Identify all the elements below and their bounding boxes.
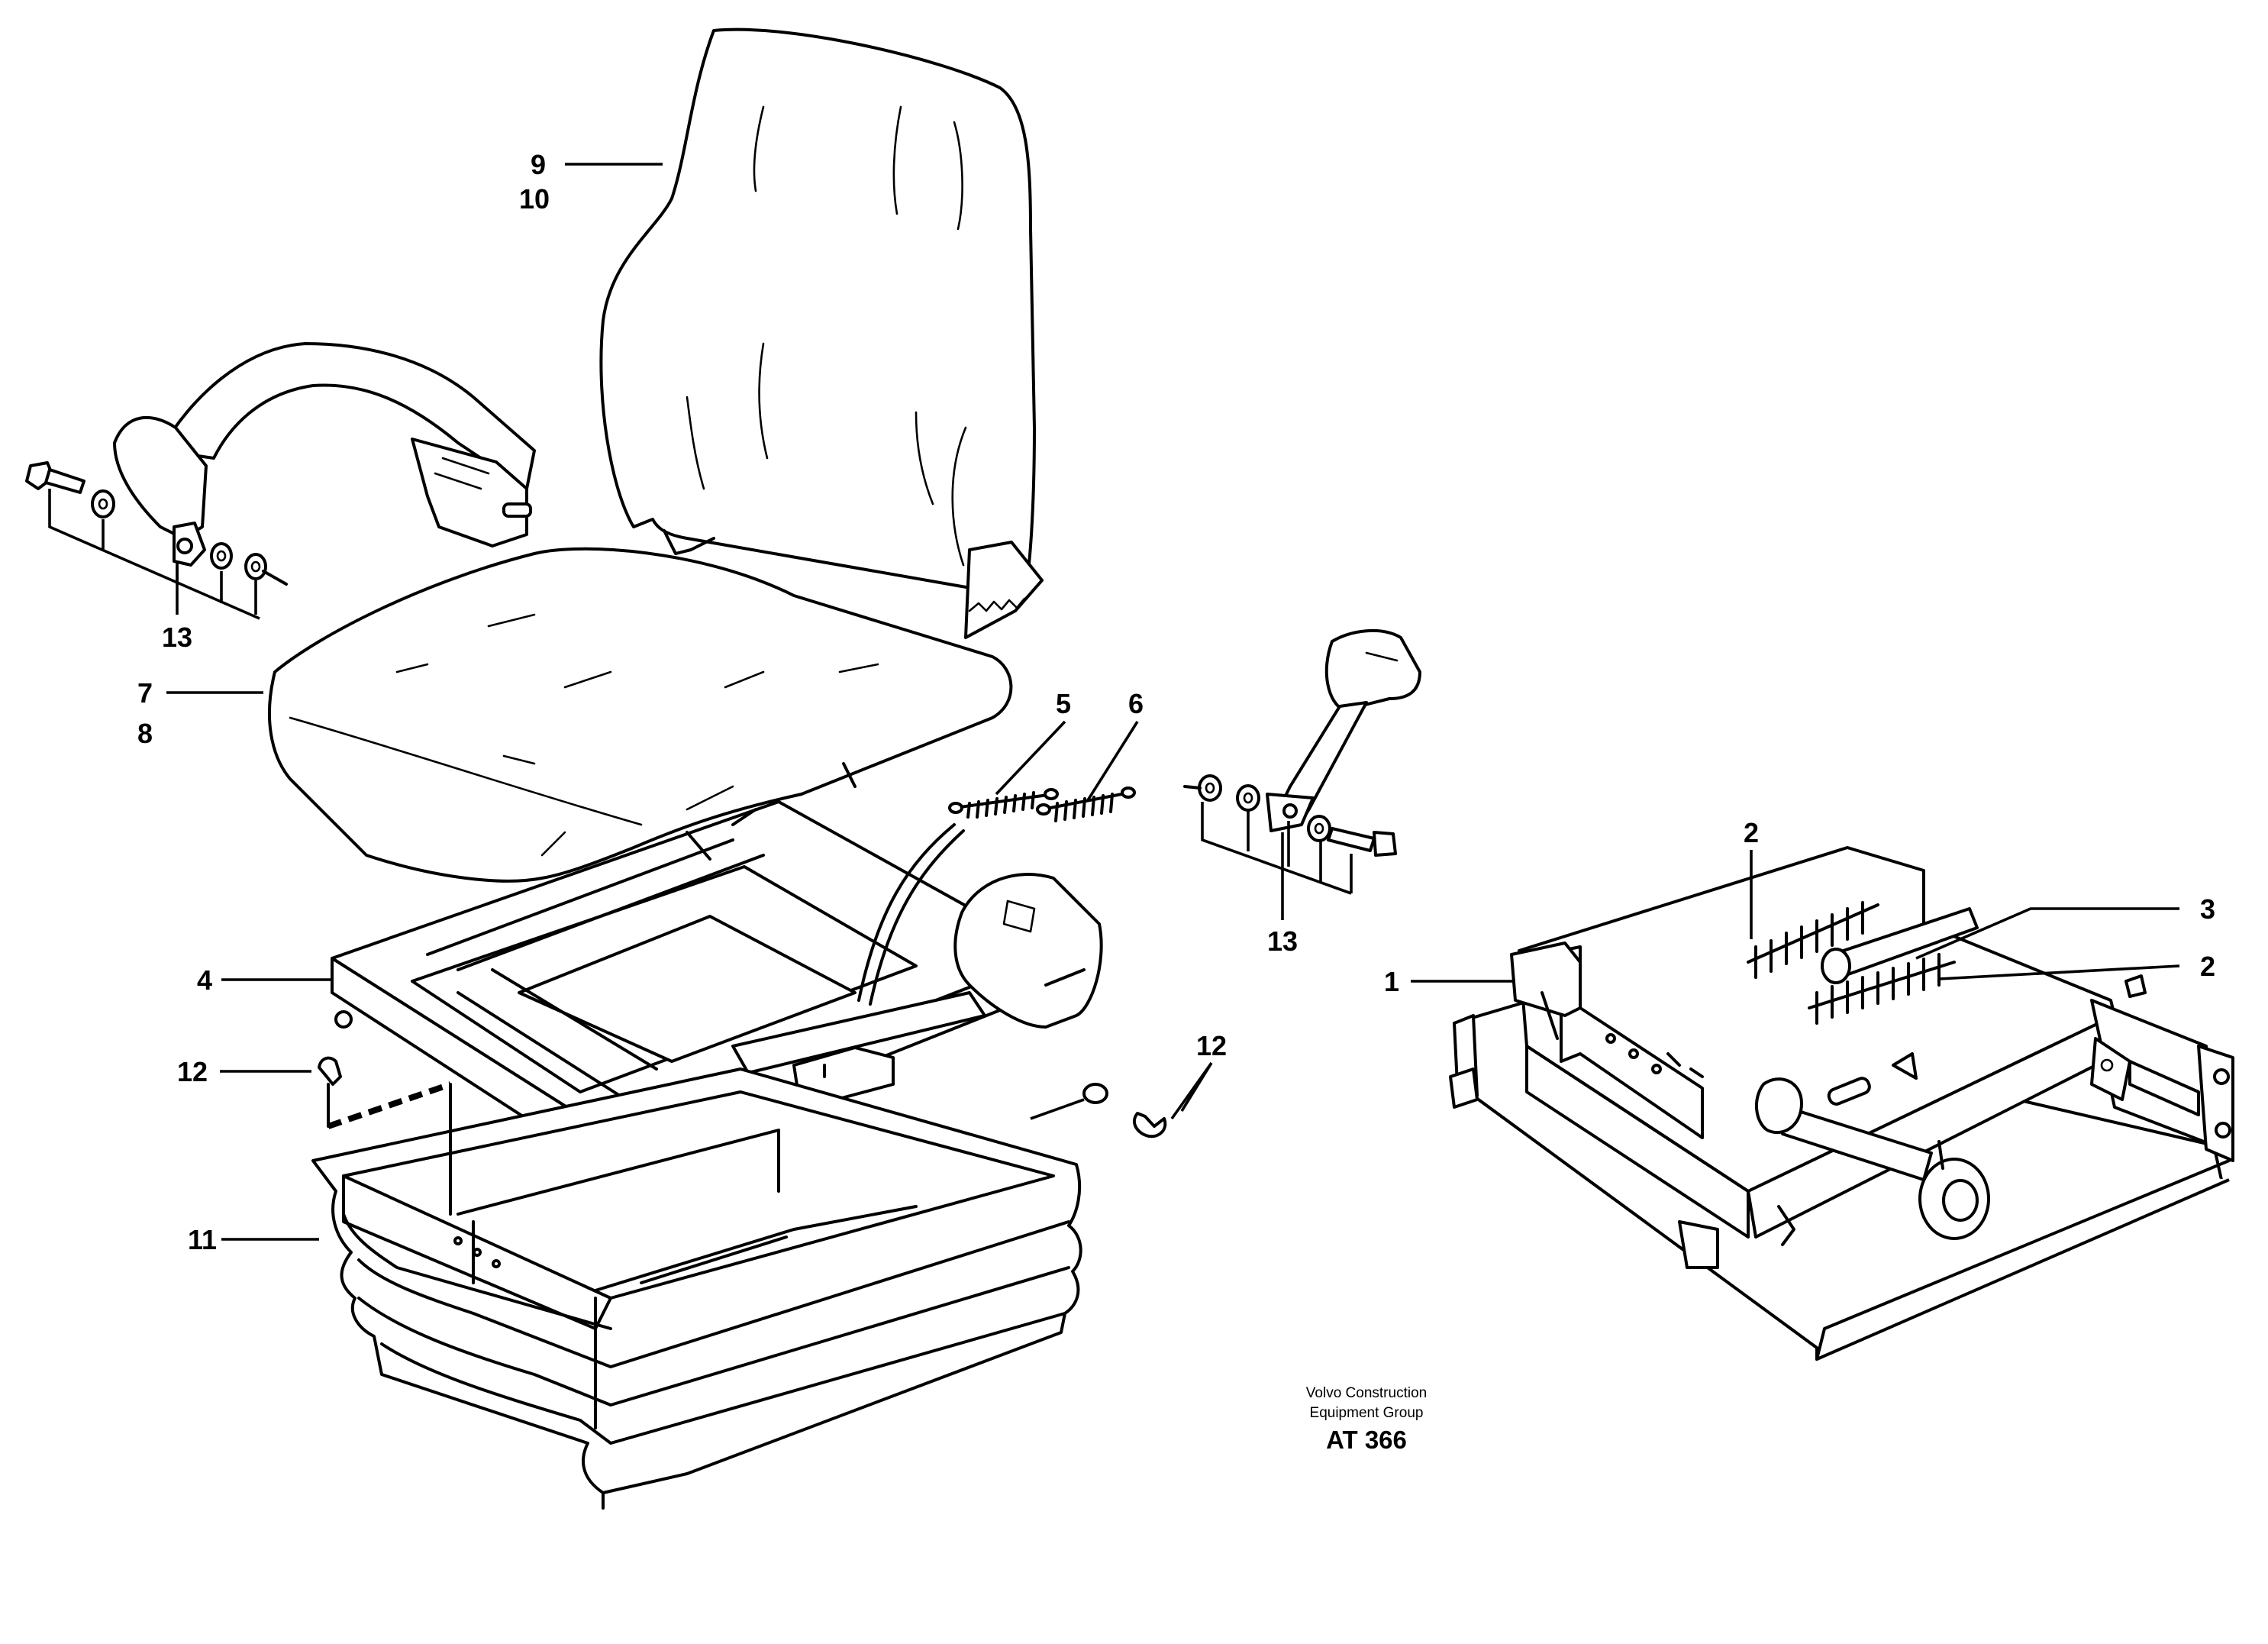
clip-12-right [1030,1083,1167,1139]
footer-branding: Volvo Construction Equipment Group AT 36… [1306,1385,1427,1454]
seat-belt-retractor [25,342,536,620]
callout-5: 5 [1056,688,1071,719]
brand-line-2: Equipment Group [1310,1405,1424,1421]
callout-2-right: 2 [2200,951,2215,982]
callout-13-right: 13 [1267,925,1298,957]
callout-1: 1 [1384,966,1399,997]
seat-cushion [267,547,1013,883]
callout-4: 4 [197,964,212,996]
callout-10: 10 [519,183,550,215]
spring-5 [948,788,1059,819]
leader-lines [166,163,2180,1241]
seat-base-bellows [311,1067,1082,1510]
callout-13-left: 13 [162,622,192,653]
callout-8: 8 [137,718,153,749]
callout-3: 3 [2200,893,2215,925]
callout-7: 7 [137,677,153,709]
callout-12-left: 12 [177,1056,208,1087]
backrest [599,27,1044,639]
drawing-code: AT 366 [1326,1426,1407,1454]
spring-6 [1036,786,1136,822]
callout-6: 6 [1128,688,1144,719]
callout-9: 9 [531,149,546,180]
brand-line-1: Volvo Construction [1306,1385,1427,1401]
callout-2-top: 2 [1744,817,1759,848]
callout-labels: 9 10 13 7 8 5 6 13 4 12 12 11 2 3 2 1 [137,149,2215,1255]
clip-12-left [318,1056,452,1216]
callout-12-right: 12 [1196,1030,1227,1061]
seat-belt-buckle [1183,628,1421,895]
callout-11: 11 [188,1224,217,1255]
suspension-unit [1449,846,2234,1361]
